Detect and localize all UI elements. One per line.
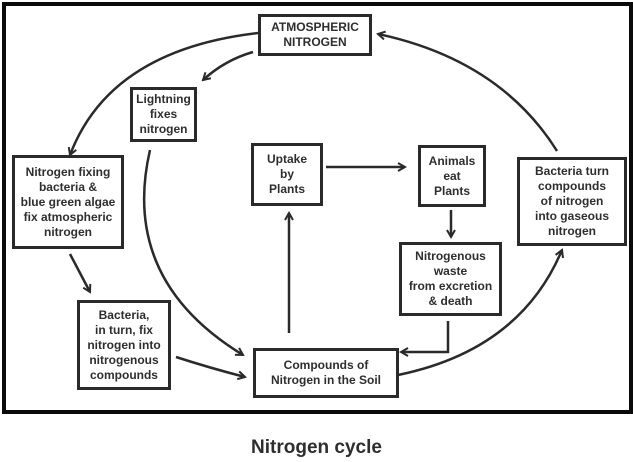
node-lightning: Lightning fixes nitrogen: [130, 87, 197, 142]
diagram-title: Nitrogen cycle: [251, 437, 382, 458]
node-soil-compounds: Compounds of Nitrogen in the Soil: [253, 348, 399, 398]
node-denitrifying-bacteria: Bacteria turn compounds of nitrogen into…: [517, 157, 627, 246]
node-fixing-bacteria: Nitrogen fixing bacteria & blue green al…: [12, 155, 124, 249]
arrow-waste-to-soil: [401, 321, 450, 352]
node-animals-eat: Animals eat Plants: [418, 145, 486, 207]
diagram-frame: [2, 2, 633, 414]
arrow-atmospheric-to-fixing-bacteria: [70, 31, 259, 155]
arrow-atmospheric-to-lightning: [203, 50, 254, 80]
node-atmospheric-nitrogen: ATMOSPHERIC NITROGEN: [258, 14, 372, 56]
arrow-denitrifying-to-atmospheric: [378, 34, 559, 152]
arrow-soil-to-denitrifying: [397, 250, 562, 377]
node-bacteria-fix: Bacteria, in turn, fix nitrogen into nit…: [77, 300, 171, 390]
arrow-lightning-to-soil: [142, 149, 243, 357]
node-nitrogenous-waste: Nitrogenous waste from excretion & death: [399, 242, 502, 316]
arrow-fixing-bacteria-to-bacteria-fix: [68, 253, 90, 292]
node-uptake-plants: Uptake by Plants: [251, 143, 323, 206]
arrow-bacteria-fix-to-soil: [175, 355, 245, 377]
